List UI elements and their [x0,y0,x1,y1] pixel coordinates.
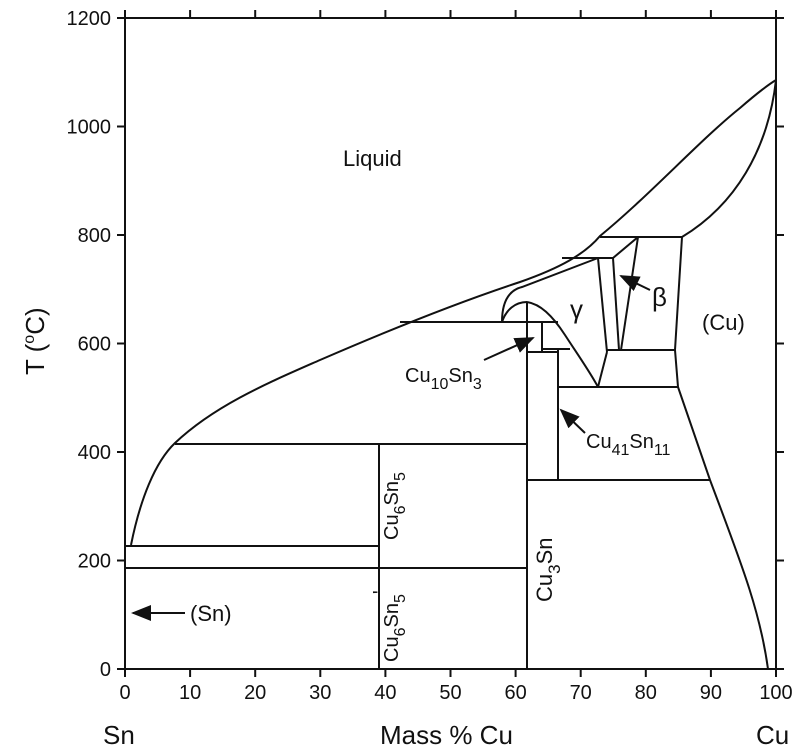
x-axis-title: Mass % Cu [380,720,513,750]
sn-phase-label: (Sn) [190,601,232,626]
cu10sn3-arrow-icon [483,337,535,361]
x-tick-label: 100 [759,682,792,704]
gamma-lower-curve [526,301,599,388]
cu41sn11-arrow-icon [559,408,586,434]
gamma-eutectoid-line [597,351,608,388]
cu3sn-label: Cu3Sn [532,537,564,602]
y-tick-label: 600 [78,334,111,356]
y-tick-label: 400 [78,442,111,464]
x-tick-label: 20 [244,682,266,704]
cu10sn3-label: Cu10Sn3 [405,365,482,393]
x-tick-label: 0 [119,682,130,704]
gamma-upper-curve [501,257,599,323]
beta-arrow-icon [619,275,651,292]
y-tick-label: 800 [78,225,111,247]
y-tick-label: 1200 [67,8,112,30]
beta-boundary-top [612,236,639,259]
x-tick-label: 70 [570,682,592,704]
cu-element-label: Cu [756,720,789,750]
x-tick-label: 60 [504,682,526,704]
liquid-label: Liquid [343,146,402,171]
y-axis-title: T (oC) [20,307,50,375]
cu6sn5-label: Cu6Sn5 [381,472,409,540]
cu-solidus-curve [681,79,777,238]
x-tick-label: 10 [179,682,201,704]
beta-boundary-right [620,236,639,351]
x-tick-label: 30 [309,682,331,704]
y-tick-label: 1000 [67,117,112,139]
x-tick-label: 90 [700,682,722,704]
cu10sn3-dome [501,301,528,323]
x-tick-label: 40 [374,682,396,704]
y-tick-label: 200 [78,551,111,573]
beta-boundary-left [612,257,620,351]
x-tick-label: 80 [635,682,657,704]
cu41sn11-label: Cu41Sn11 [586,431,671,459]
cu6sn5-prime-label: Cu6Sn5' [370,590,409,662]
cu-phase-label: (Cu) [702,310,745,335]
gamma-label: γ [570,294,583,324]
gamma-boundary [597,257,608,353]
y-tick-label: 0 [100,659,111,681]
liquidus-curve [130,79,777,546]
beta-label: β [652,282,667,312]
cu-solvus [673,236,769,670]
sn-element-label: Sn [103,720,135,750]
plot-frame [124,17,777,670]
x-tick-label: 50 [439,682,461,704]
